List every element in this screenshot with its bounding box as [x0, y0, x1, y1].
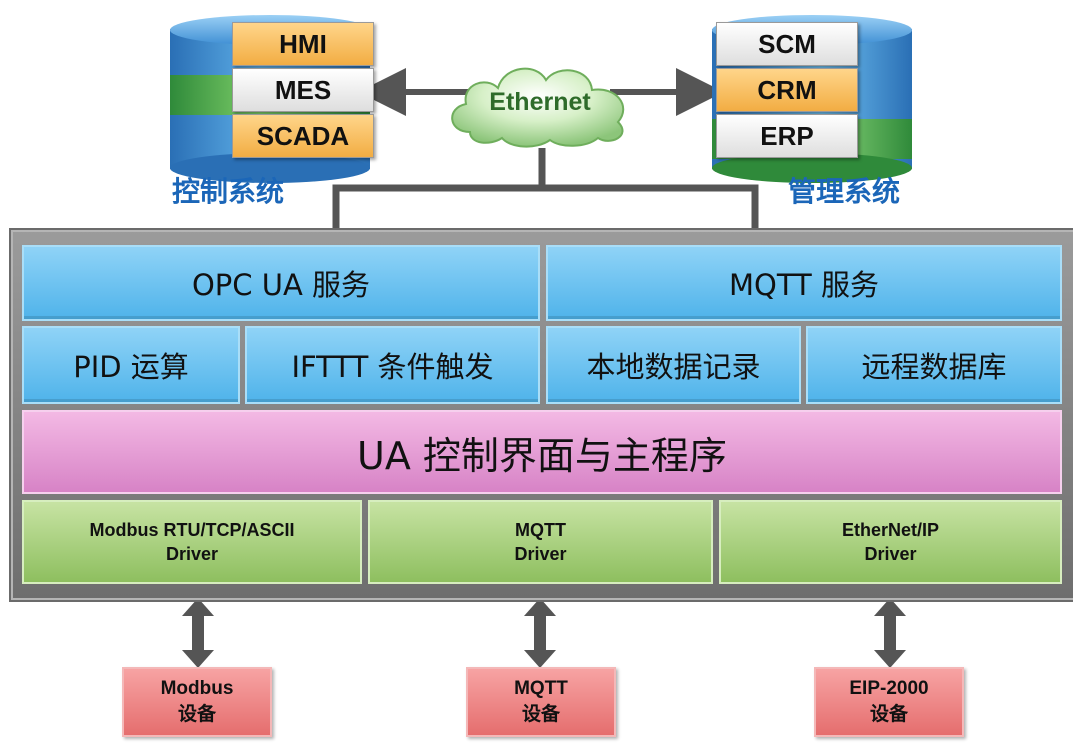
ethernet-ip-driver: EtherNet/IP Driver	[719, 500, 1062, 584]
eip-device: EIP-2000 设备	[814, 667, 964, 737]
crm-label: CRM	[716, 68, 858, 112]
local-data-record-function: 本地数据记录	[546, 326, 801, 404]
scada-label: SCADA	[232, 114, 374, 158]
mqtt-service: MQTT 服务	[546, 245, 1062, 321]
ethernet-label: Ethernet	[489, 88, 591, 116]
arrow-eip-device	[874, 598, 906, 668]
main-program-bar: UA 控制界面与主程序	[22, 410, 1062, 494]
modbus-device-line2: 设备	[177, 704, 216, 725]
ifttt-function: IFTTT 条件触发	[245, 326, 540, 404]
cloud-to-frame-line	[332, 148, 546, 230]
mqtt-device: MQTT 设备	[466, 667, 616, 737]
ethernet-cloud-icon	[451, 67, 625, 148]
erp-label: ERP	[716, 114, 858, 158]
modbus-driver-line1: Modbus RTU/TCP/ASCII	[89, 520, 295, 540]
modbus-device: Modbus 设备	[122, 667, 272, 737]
ethernet-ip-driver-line1: EtherNet/IP	[841, 520, 940, 540]
remote-database-function: 远程数据库	[806, 326, 1062, 404]
modbus-driver-line2: Driver	[165, 544, 219, 564]
management-system-title: 管理系统	[788, 175, 901, 208]
control-system-title: 控制系统	[172, 175, 285, 208]
pid-function: PID 运算	[22, 326, 240, 404]
arrow-mqtt-device	[524, 598, 556, 668]
modbus-device-line1: Modbus	[160, 678, 234, 699]
mqtt-driver: MQTT Driver	[368, 500, 713, 584]
mqtt-device-line2: 设备	[521, 704, 560, 725]
mqtt-driver-line2: Driver	[514, 544, 567, 564]
opc-ua-service: OPC UA 服务	[22, 245, 540, 321]
modbus-driver: Modbus RTU/TCP/ASCII Driver	[22, 500, 362, 584]
eip-device-line1: EIP-2000	[849, 678, 929, 699]
scm-label: SCM	[716, 22, 858, 66]
arrow-modbus-device	[182, 598, 214, 668]
mqtt-driver-line1: MQTT	[515, 520, 566, 540]
ethernet-ip-driver-line2: Driver	[864, 544, 917, 564]
hmi-label: HMI	[232, 22, 374, 66]
mqtt-device-line1: MQTT	[514, 678, 568, 699]
eip-device-line2: 设备	[869, 704, 908, 725]
mes-label: MES	[232, 68, 374, 112]
